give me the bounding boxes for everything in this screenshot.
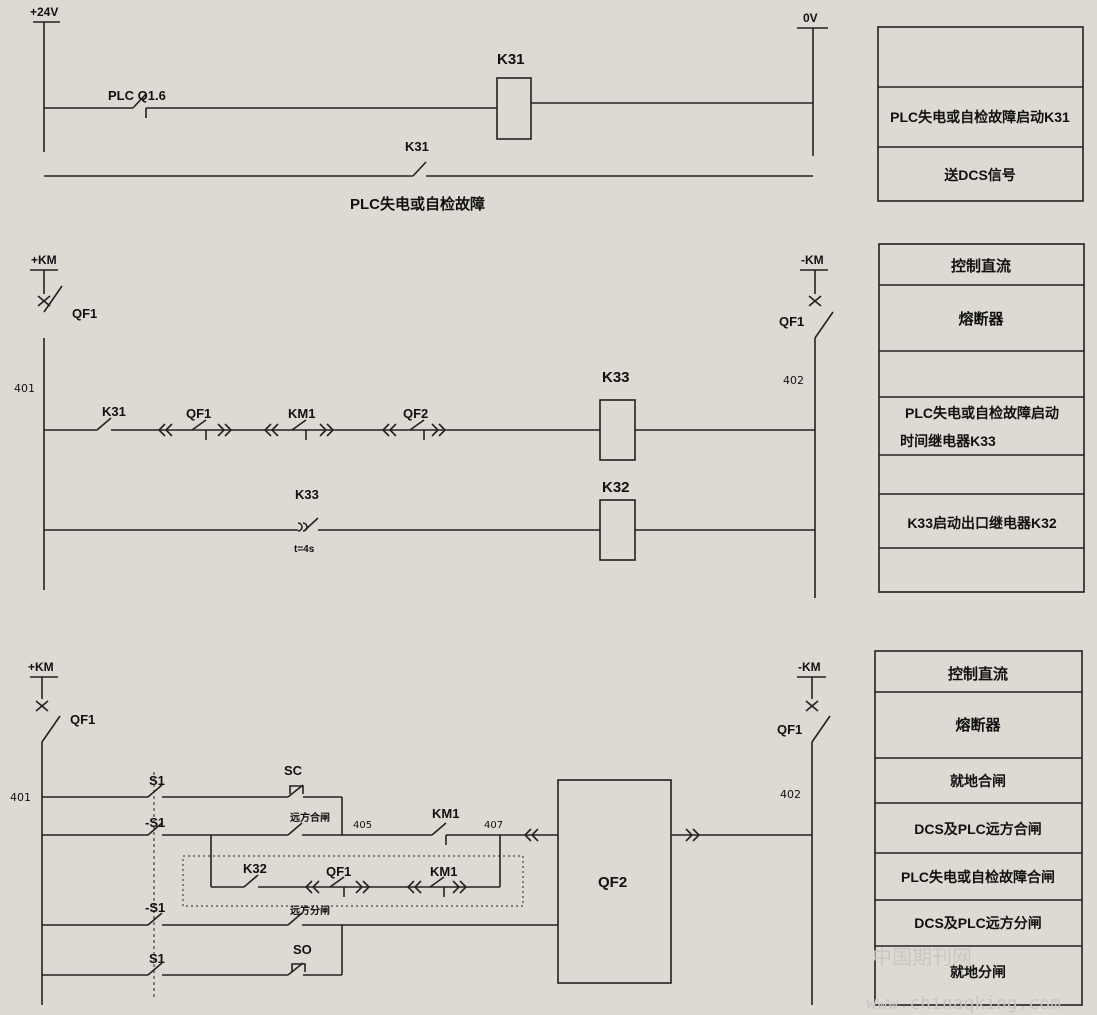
table2-cell-4: 时间继电器K33 <box>900 433 996 449</box>
watermark-url: www.chinaqking.com <box>866 993 1061 1014</box>
contact-qf1-section3 <box>304 876 371 897</box>
contact-km1-section3 <box>406 876 468 897</box>
table2-cell-3: PLC失电或自检故障启动 <box>905 405 1059 421</box>
table2-cell-1: 熔断器 <box>958 310 1004 328</box>
table-section-3: 控制直流 熔断器 就地合闸 DCS及PLC远方合闸 PLC失电或自检故障合闸 D… <box>874 650 1083 1006</box>
label-qf2: QF2 <box>403 406 428 421</box>
label-qf1-inner: QF1 <box>326 864 351 879</box>
contact-label-k31: K31 <box>405 139 429 154</box>
node-401-3: 401 <box>10 791 31 804</box>
timer-contact-label: K33 <box>295 487 319 502</box>
breaker-label-qf2: QF2 <box>598 874 627 891</box>
breaker-label-left: QF1 <box>72 306 97 321</box>
node-405: 405 <box>353 820 372 831</box>
node-402-3: 402 <box>780 788 801 801</box>
table1-cell-2: 送DCS信号 <box>943 167 1016 183</box>
rail-label-km-plus: +KM <box>31 253 57 267</box>
rail-label-0v: 0V <box>803 11 818 25</box>
table2-cell-0: 控制直流 <box>951 257 1011 275</box>
label-qf1: QF1 <box>186 406 211 421</box>
watermark-cn: 中国期刊网 <box>872 945 972 969</box>
label-remote-open: 远方分闸 <box>290 904 330 917</box>
node-402: 402 <box>783 374 804 387</box>
table3-cell-6: 就地分闸 <box>950 964 1006 980</box>
label-k31: K31 <box>102 404 126 419</box>
timer-setting: t=4s <box>294 544 315 555</box>
label-sc: SC <box>284 763 303 778</box>
label-s1-bottom: S1 <box>149 951 165 966</box>
table2-cell-6: K33启动出口继电器K32 <box>907 515 1057 531</box>
rail-label-km-minus: -KM <box>801 253 824 267</box>
table3-cell-3: DCS及PLC远方合闸 <box>914 821 1042 837</box>
table1-cell-1: PLC失电或自检故障启动K31 <box>890 109 1070 125</box>
contact-label-plc: PLC Q1.6 <box>108 88 166 103</box>
section1-caption: PLC失电或自检故障 <box>350 195 485 213</box>
coil-k31 <box>496 77 532 140</box>
breaker-label-right-3: QF1 <box>777 722 802 737</box>
rail-label-km-plus-3: +KM <box>28 660 54 674</box>
breaker-label-left-3: QF1 <box>70 712 95 727</box>
rail-label-km-minus-3: -KM <box>798 660 821 674</box>
table3-cell-1: 熔断器 <box>955 716 1001 734</box>
table3-cell-5: DCS及PLC远方分闸 <box>914 915 1042 931</box>
label-km1: KM1 <box>288 406 315 421</box>
rail-label-24v: +24V <box>30 5 58 19</box>
table3-cell-0: 控制直流 <box>948 665 1008 683</box>
coil-label-k32: K32 <box>602 479 630 496</box>
label-km1-inner: KM1 <box>430 864 457 879</box>
label-s1-top: S1 <box>149 773 165 788</box>
contact-qf2-row1 <box>381 419 447 440</box>
table-section-2: 控制直流 熔断器 PLC失电或自检故障启动 时间继电器K33 K33启动出口继电… <box>878 243 1085 593</box>
section-3: +KM -KM QF1 QF1 401 402 S1 SC -S1 远方合闸 4… <box>10 660 831 1005</box>
section-1: +24V 0V PLC Q1.6 K31 K31 PLC失电或自检故障 <box>30 5 828 213</box>
label-remote-close: 远方合闸 <box>290 811 330 824</box>
breaker-label-right: QF1 <box>779 314 804 329</box>
plc-fault-close-branch <box>182 855 524 907</box>
breaker-qf2 <box>557 779 672 984</box>
contact-km1-row1 <box>263 419 335 440</box>
label-k32: K32 <box>243 861 267 876</box>
label-s1-remote-close: -S1 <box>145 815 165 830</box>
section-2: +KM -KM QF1 QF1 401 402 K31 QF1 KM1 QF2 … <box>14 253 834 598</box>
label-so: SO <box>293 942 312 957</box>
watermark: 中国期刊网 www.chinaqking.com <box>866 945 1061 1014</box>
node-401: 401 <box>14 382 35 395</box>
contact-qf1-row1 <box>157 419 233 440</box>
node-407: 407 <box>484 820 503 831</box>
table3-cell-4: PLC失电或自检故障合闸 <box>901 869 1055 885</box>
coil-label-k31: K31 <box>497 51 525 68</box>
coil-k32 <box>599 499 636 561</box>
label-s1-remote-open: -S1 <box>145 900 165 915</box>
coil-label-k33: K33 <box>602 369 630 386</box>
label-km1-main: KM1 <box>432 806 459 821</box>
table3-cell-2: 就地合闸 <box>950 773 1006 789</box>
table-section-1: PLC失电或自检故障启动K31 送DCS信号 <box>877 26 1084 202</box>
coil-k33 <box>599 399 636 461</box>
